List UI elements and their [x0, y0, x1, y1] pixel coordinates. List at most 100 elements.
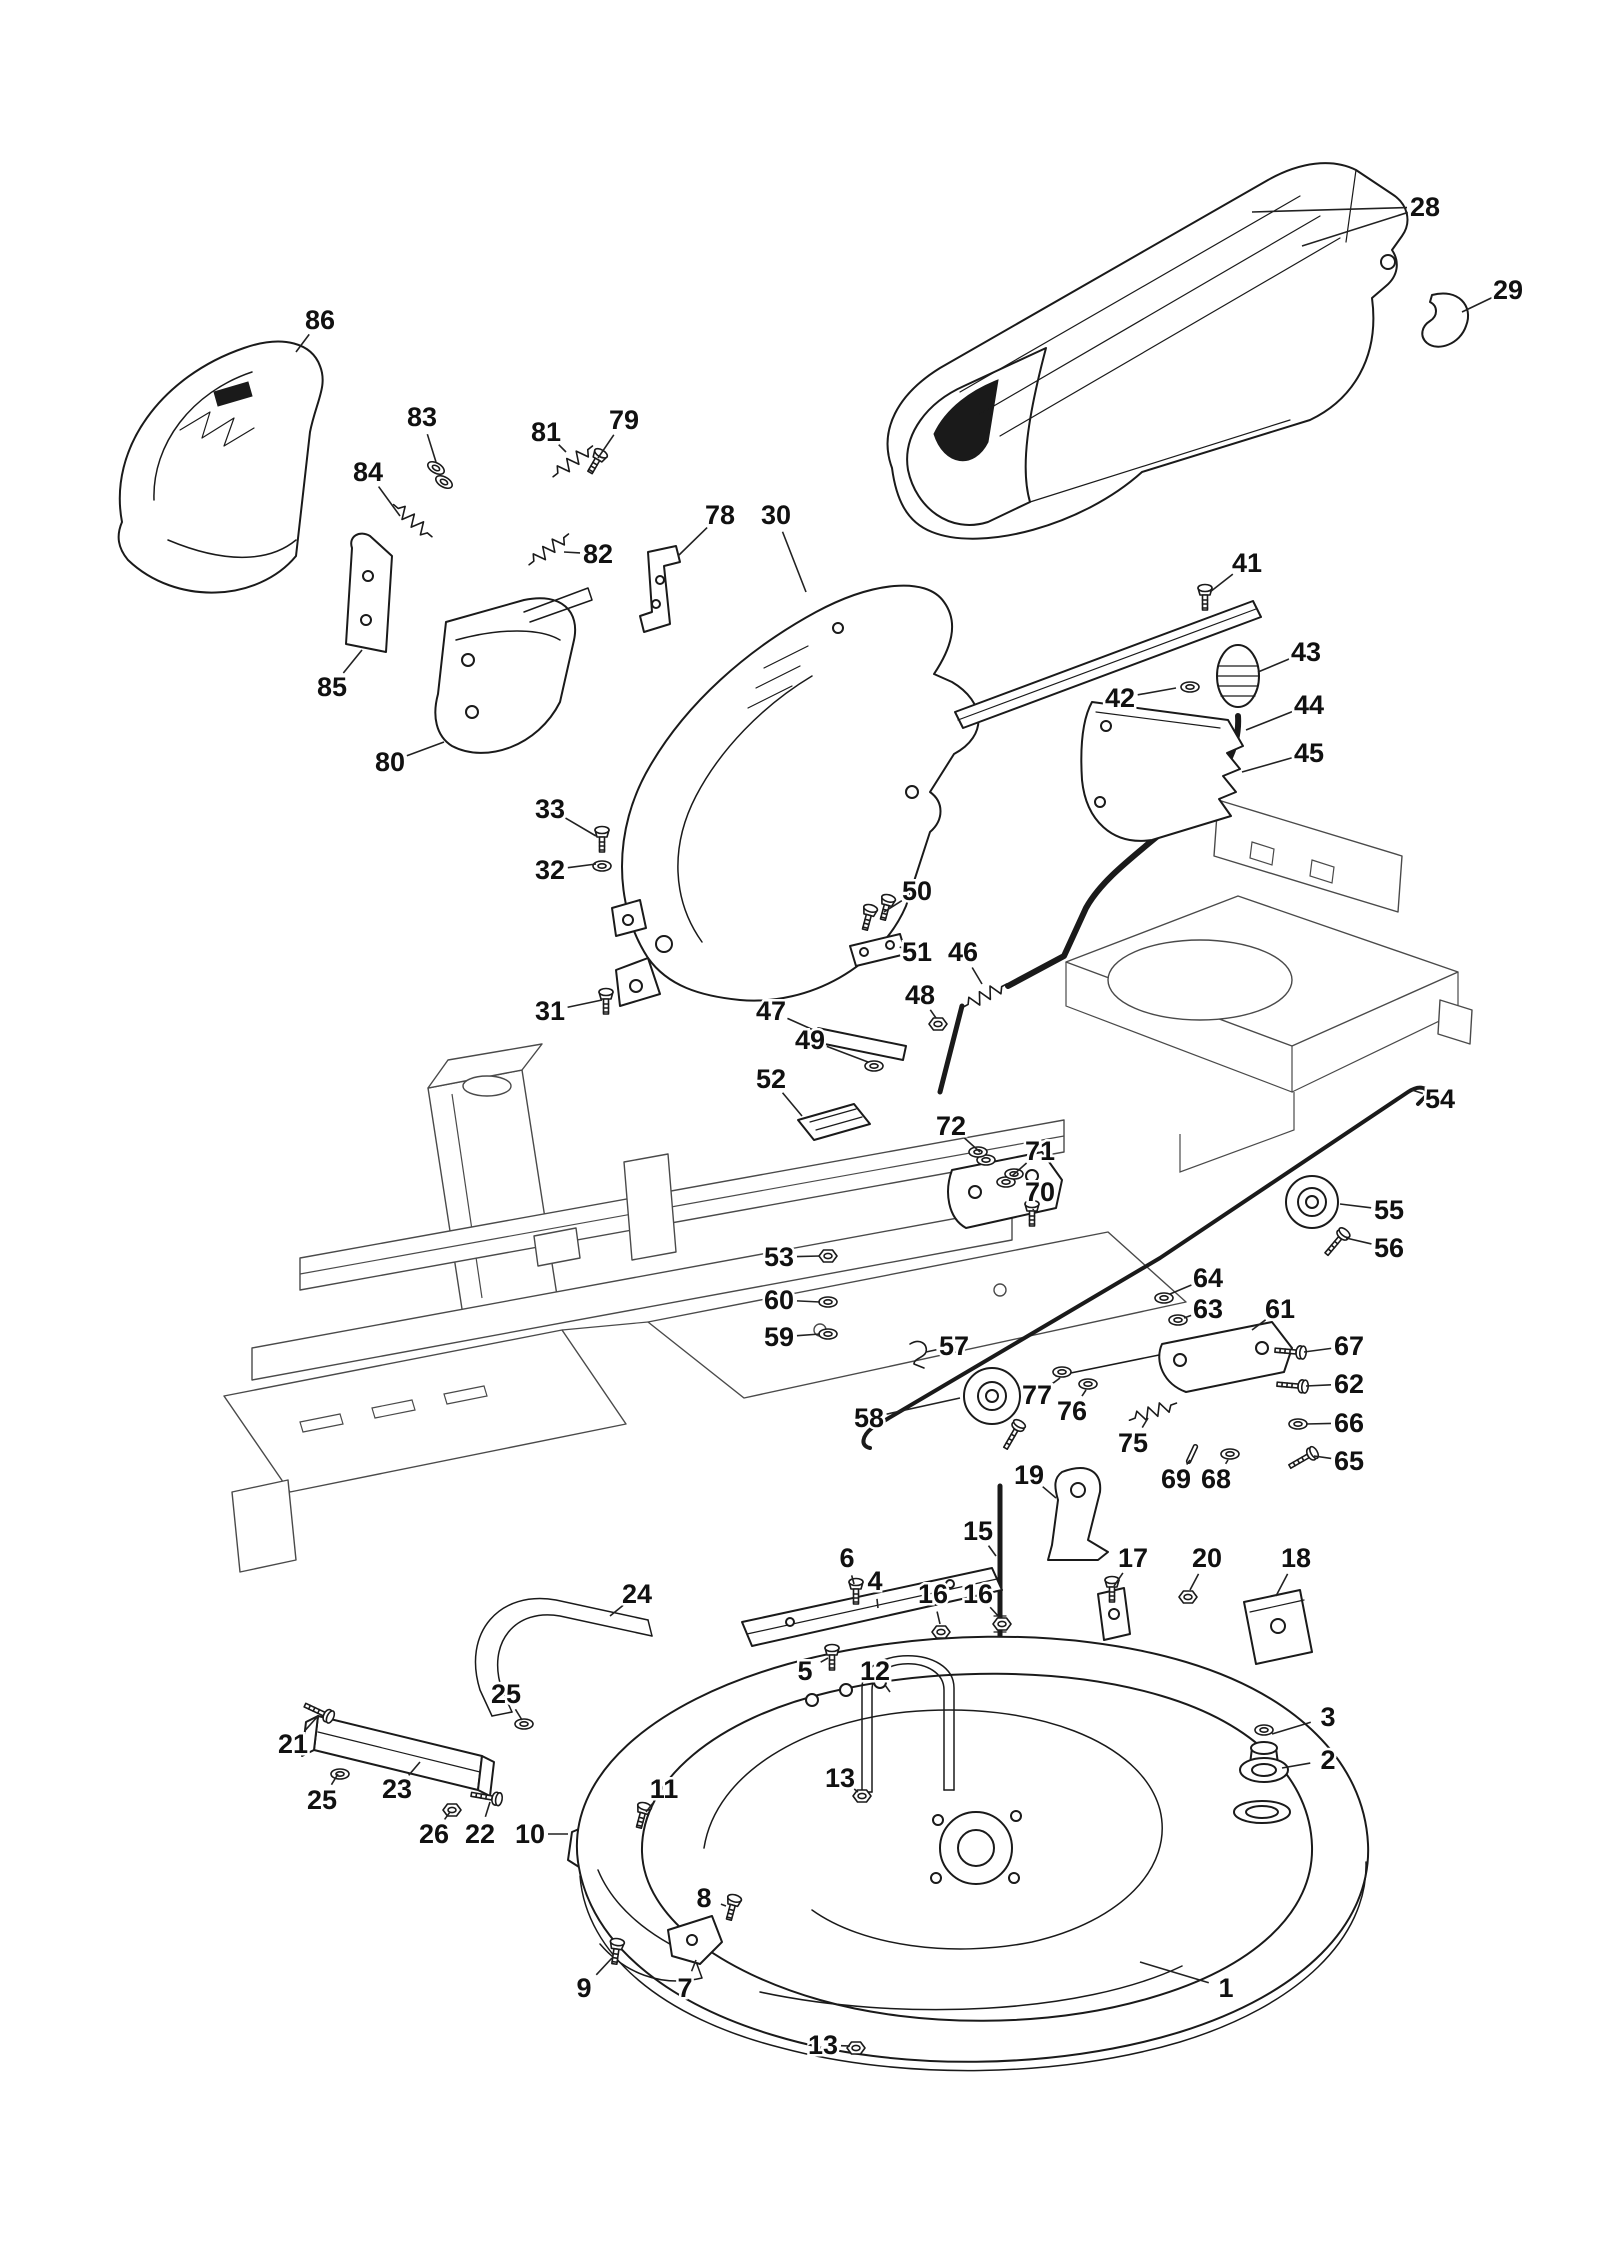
- part-fastener-nut: [928, 1017, 948, 1031]
- part-fastener-washer: [968, 1146, 988, 1158]
- callout-42: 42: [1105, 683, 1135, 713]
- leader-line-32: [567, 863, 597, 869]
- part-fastener-screw: [848, 1577, 864, 1605]
- callout-8: 8: [696, 1883, 711, 1913]
- leader-line-68: [1224, 1459, 1229, 1465]
- leader-line-1: [1139, 1961, 1210, 1984]
- callout-5: 5: [797, 1656, 812, 1686]
- callout-45: 45: [1294, 738, 1324, 768]
- callout-28: 28: [1410, 192, 1440, 222]
- part-fastener-washer: [976, 1154, 996, 1166]
- callout-24: 24: [622, 1579, 652, 1609]
- callout-10: 10: [515, 1819, 545, 1849]
- leader-line-18: [1275, 1573, 1289, 1597]
- part-fastener-washer: [1220, 1448, 1240, 1460]
- callout-11: 11: [650, 1774, 679, 1804]
- part-fastener-screw: [725, 1893, 743, 1922]
- callout-80: 80: [375, 747, 405, 777]
- part-fastener-washer: [427, 460, 445, 476]
- part-fastener-bolt: [303, 1702, 336, 1724]
- callout-47: 47: [756, 996, 786, 1026]
- part-54-control-rod: [861, 1085, 1429, 1450]
- leader-line-60: [796, 1300, 821, 1303]
- leader-line-28: [1301, 211, 1409, 247]
- part-chassis-frame: [223, 799, 1473, 1573]
- part-fastener-nut: [818, 1249, 838, 1263]
- callout-19: 19: [1014, 1460, 1044, 1490]
- callout-70: 70: [1025, 1177, 1055, 1207]
- leader-line-3: [1271, 1721, 1312, 1735]
- leader-line-48: [929, 1009, 937, 1019]
- callout-25: 25: [307, 1785, 337, 1815]
- callout-48: 48: [905, 980, 935, 1010]
- leader-line-28: [1251, 206, 1408, 213]
- callout-51: 51: [902, 937, 932, 967]
- part-fastener-washer: [818, 1328, 838, 1340]
- part-fastener-nut: [442, 1803, 462, 1817]
- callout-58: 58: [854, 1403, 884, 1433]
- callout-84: 84: [353, 457, 383, 487]
- callout-20: 20: [1192, 1543, 1222, 1573]
- leader-line-51: [899, 946, 904, 949]
- callout-16: 16: [963, 1579, 993, 1609]
- leader-line-42: [1137, 687, 1177, 696]
- part-fastener-washer: [1154, 1292, 1174, 1304]
- part-fastener-screw: [824, 1643, 840, 1671]
- part-guide-rail: [954, 600, 1262, 729]
- callout-68: 68: [1201, 1464, 1231, 1494]
- callout-15: 15: [963, 1516, 993, 1546]
- leader-line-71: [1011, 1162, 1028, 1177]
- leader-line-2: [1281, 1762, 1311, 1769]
- leader-line-22: [484, 1801, 491, 1818]
- callout-3: 3: [1320, 1702, 1335, 1732]
- part-fastener-nut: [1178, 1590, 1198, 1604]
- leader-line-41: [1209, 573, 1234, 593]
- leader-line-50: [883, 899, 903, 913]
- part-fastener-washer: [864, 1060, 884, 1072]
- leader-line-86: [295, 333, 310, 353]
- part-fastener-screw: [594, 825, 610, 853]
- part-28-discharge-chute: [886, 162, 1409, 540]
- part-fastener-washer: [1180, 681, 1200, 693]
- leader-line-76: [1081, 1389, 1087, 1397]
- part-1-cutting-deck: [575, 1635, 1370, 2072]
- leader-line-13: [853, 1788, 859, 1793]
- part-80-lever-plate: [434, 587, 593, 754]
- part-fastener-nut: [846, 2041, 866, 2055]
- callout-71: 71: [1025, 1136, 1055, 1166]
- leader-line-72: [963, 1137, 981, 1153]
- callout-4: 4: [867, 1566, 882, 1596]
- callout-76: 76: [1057, 1396, 1087, 1426]
- part-fastener-spring: [962, 982, 1008, 1009]
- part-85-bracket: [345, 532, 393, 653]
- callout-55: 55: [1374, 1195, 1404, 1225]
- leader-line-23: [408, 1761, 421, 1776]
- leader-line-20: [1189, 1573, 1200, 1591]
- leader-line-65: [1313, 1455, 1332, 1460]
- callout-53: 53: [764, 1242, 794, 1272]
- leader-line-25: [514, 1708, 523, 1721]
- callout-75: 75: [1118, 1428, 1148, 1458]
- leader-line-17: [1113, 1572, 1124, 1587]
- leader-line-26: [443, 1811, 451, 1820]
- callout-44: 44: [1294, 690, 1324, 720]
- leader-line-24: [609, 1604, 624, 1617]
- part-24-u-bolt: [474, 1597, 653, 1717]
- leader-line-9: [595, 1957, 613, 1976]
- callout-18: 18: [1281, 1543, 1311, 1573]
- callout-72: 72: [936, 1111, 966, 1141]
- part-fastener-screw: [598, 987, 614, 1015]
- leader-line-4: [876, 1598, 879, 1609]
- leader-line-30: [781, 531, 807, 593]
- leader-line-58: [886, 1397, 961, 1415]
- leader-line-43: [1257, 658, 1290, 673]
- part-19-bracket: [1047, 1467, 1109, 1561]
- part-fastener-washer: [514, 1718, 534, 1730]
- leader-line-78: [677, 527, 708, 557]
- callout-77: 77: [1022, 1380, 1052, 1410]
- callout-25: 25: [491, 1679, 521, 1709]
- callout-81: 81: [531, 417, 561, 447]
- part-fastener-pin: [1185, 1443, 1199, 1465]
- part-fastener-bolt: [1288, 1445, 1320, 1470]
